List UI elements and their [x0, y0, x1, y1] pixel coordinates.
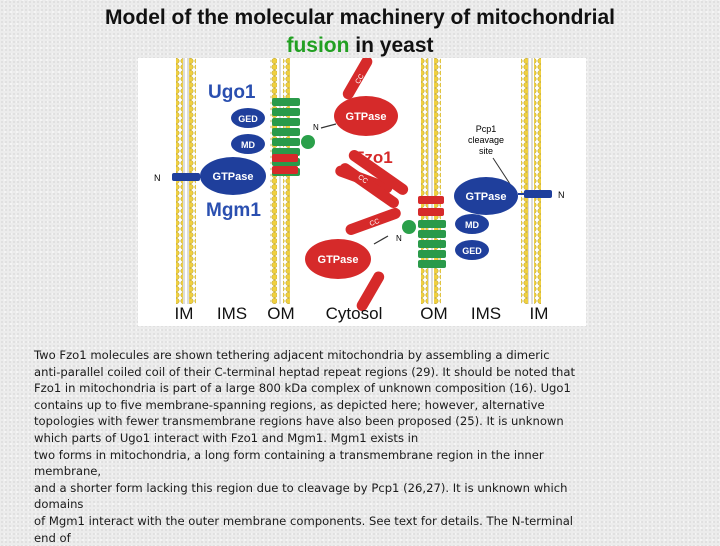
caption-line: contains up to five membrane-spanning re… [34, 397, 545, 412]
pcp1-label-line2: cleavage [468, 135, 504, 145]
fzo1-upper-hr1-domain [301, 135, 315, 149]
mgm1-md-left-label: MD [241, 140, 255, 150]
caption-line: two forms in mitochondria, a long form c… [34, 447, 544, 462]
fzo1-lower-n-label: N [396, 234, 402, 243]
compartment-label-cytosol: Cytosol [326, 304, 383, 323]
compartment-label-om-right: OM [420, 304, 447, 323]
mgm1-ged-left [231, 108, 265, 128]
mgm1-n-label-right: N [558, 190, 565, 200]
title-highlight-fusion: fusion [286, 34, 350, 57]
ugo1-tm-segments-right [418, 220, 446, 268]
mgm1-n-label-left: N [154, 173, 161, 183]
fzo1-tm-lower [418, 196, 444, 216]
membrane-im-right [521, 58, 541, 304]
compartment-label-im-left: IM [175, 304, 194, 323]
mgm1-ged-right [455, 240, 489, 260]
mgm1-md-right [455, 214, 489, 234]
cc-label: CC [362, 197, 374, 209]
mgm1-gtpase-right-label: GTPase [466, 191, 507, 203]
pcp1-label-line3: site [479, 146, 493, 156]
fzo1-gtpase-lower-label: GTPase [318, 254, 359, 266]
caption-line: topologies with fewer transmembrane regi… [34, 414, 564, 429]
mgm1-gtpase-right [454, 177, 518, 215]
mgm1-gtpase-left [200, 157, 266, 195]
fzo1-lower-hr1-domain [402, 220, 416, 234]
pcp1-pointer [492, 157, 511, 185]
membrane-om-left [270, 58, 290, 304]
membrane-om-right [421, 58, 441, 304]
title-line-1: Model of the molecular machinery of mito… [105, 6, 615, 29]
caption-line: Fzo1 in mitochondria is part of a large … [34, 381, 571, 396]
caption-line: anti-parallel coiled coil of their C-ter… [34, 364, 576, 379]
fzo1-gtpase-upper-label: GTPase [346, 111, 387, 123]
mitochondrial-fusion-diagram: N GTPase MD GED Mgm1 Ugo1 N GTPase CC CC… [138, 58, 586, 326]
mgm1-ged-right-label: GED [462, 246, 482, 256]
ugo1-label: Ugo1 [208, 82, 256, 103]
title-line-2: fusion in yeast [40, 32, 680, 60]
caption-line: which parts of Ugo1 interact with Fzo1 a… [34, 430, 419, 445]
fzo1-gtpase-lower [305, 239, 371, 279]
fzo1-lower-coiled-coil-2 [356, 271, 385, 312]
caption-line: membrane, [34, 464, 102, 479]
pcp1-label-line1: Pcp1 [476, 124, 497, 134]
mgm1-gtpase-left-label: GTPase [213, 171, 254, 183]
cc-label: CC [356, 174, 368, 186]
cc-label: CC [355, 73, 366, 85]
mgm1-tm-anchor-right [524, 190, 552, 198]
mgm1-ged-left-label: GED [238, 114, 258, 124]
title-rest: in yeast [349, 34, 434, 57]
compartment-label-ims-left: IMS [217, 304, 247, 323]
fzo1-upper-coiled-coil-1: CC [342, 58, 373, 100]
fzo1-lower-coiled-coil: CC [345, 207, 401, 236]
mgm1-label: Mgm1 [206, 200, 261, 221]
figure-caption: Two Fzo1 molecules are shown tethering a… [34, 347, 694, 546]
slide-title: Model of the molecular machinery of mito… [40, 4, 680, 60]
compartment-label-ims-right: IMS [471, 304, 501, 323]
fzo1-upper-n-label: N [313, 123, 319, 132]
caption-line: Two Fzo1 molecules are shown tethering a… [34, 348, 550, 362]
fzo1-tm-upper [272, 154, 298, 174]
caption-line: and a shorter form lacking this region d… [34, 480, 568, 495]
fzo1-gtpase-upper [334, 96, 398, 136]
caption-line: end of [34, 530, 71, 545]
caption-line: of Mgm1 interact with the outer membrane… [34, 513, 574, 528]
caption-line: domains [34, 497, 84, 512]
mgm1-tm-anchor-left [172, 173, 200, 181]
mgm1-md-right-label: MD [465, 220, 479, 230]
compartment-label-im-right: IM [530, 304, 549, 323]
cc-label: CC [369, 218, 381, 228]
mgm1-md-left [231, 134, 265, 154]
compartment-label-om-left: OM [267, 304, 294, 323]
fzo1-dimer-coiled-coil: CC CC [339, 150, 409, 209]
